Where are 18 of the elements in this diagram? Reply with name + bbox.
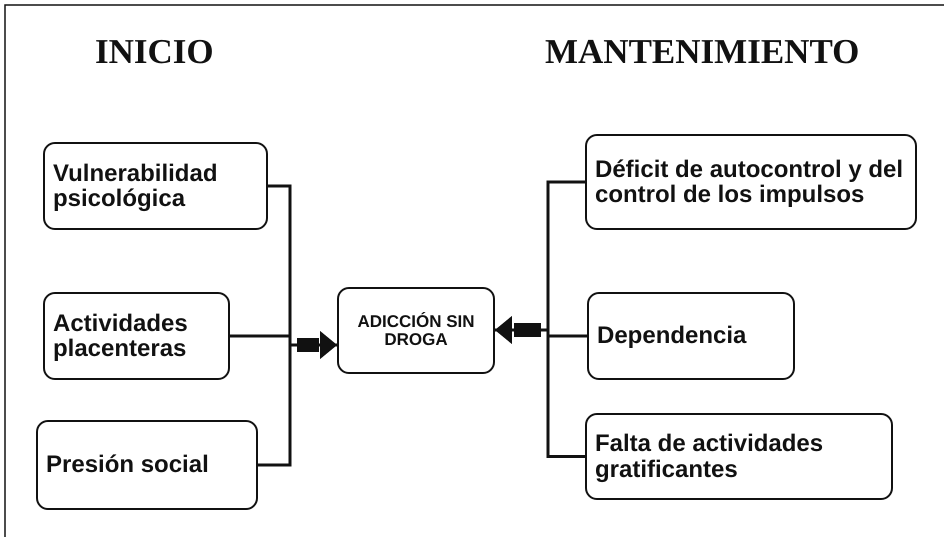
process-box: [337, 287, 495, 374]
section-heading: INICIO: [95, 32, 214, 72]
process-box: [43, 142, 268, 230]
connector-arrow: [495, 316, 585, 458]
process-box: [587, 292, 795, 380]
box-text: Falta de actividades gratificantes: [595, 431, 824, 482]
box-text: Vulnerabilidad psicológica: [53, 160, 218, 212]
box-text: Actividades placenteras: [53, 310, 189, 362]
box-text: Presión social: [46, 452, 209, 478]
section-heading: MANTENIMIENTO: [545, 32, 860, 72]
process-box: [585, 413, 893, 500]
box-text: ADICCIÓN SIN DROGA: [356, 312, 476, 348]
box-text: Déficit de autocontrol y del control de los impulsos: [595, 156, 904, 208]
process-box: [43, 292, 230, 380]
box-text: Dependencia: [597, 323, 746, 349]
connector-arrow: [258, 331, 337, 466]
process-box: [36, 420, 258, 510]
process-box: [585, 134, 917, 230]
